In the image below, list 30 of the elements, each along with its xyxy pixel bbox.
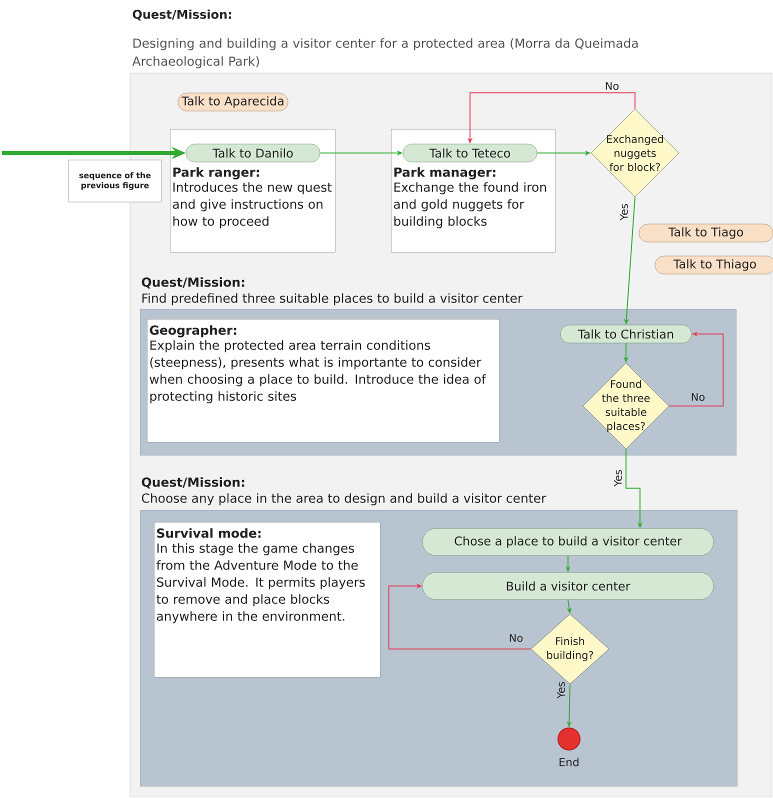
rounded-box: Talk to Aparecida bbox=[178, 92, 288, 112]
lane-description: Choose any place in the area to design and build a visitor center bbox=[142, 493, 546, 506]
edge-label: Yes bbox=[619, 202, 629, 222]
description: Designing and building a visitor center for a protected area (Morra da Queimada Archaeological Park) bbox=[132, 38, 638, 68]
edge-label: No bbox=[508, 633, 524, 643]
box-heading: Park manager: bbox=[394, 167, 496, 180]
edge-label: No bbox=[690, 392, 706, 402]
rounded-box: Talk to Danilo bbox=[186, 144, 320, 162]
rounded-box: Talk to Thiago bbox=[654, 256, 773, 274]
box-text: Exchange the found iron and gold nuggets for building blocks bbox=[394, 182, 546, 228]
lane-description: Find predefined three suitable places to build a visitor center bbox=[142, 293, 523, 306]
heading: Quest/Mission: bbox=[132, 10, 232, 20]
box-heading: Survival mode: bbox=[157, 528, 261, 538]
rounded-box: Talk to Tiago bbox=[638, 224, 773, 242]
note-box: sequence of the previous figure bbox=[68, 160, 162, 202]
edge-label: Yes bbox=[613, 468, 623, 488]
edge-label: No bbox=[604, 81, 620, 91]
box-text: Introduces the new quest and give instructions on how to proceed bbox=[172, 182, 332, 228]
box-text: In this stage the game changes from the Adventure Mode to the Survival Mode. It permits players to remove and place blocks anywhere in the environment. bbox=[156, 543, 365, 624]
end-label: End bbox=[560, 758, 578, 766]
arrow bbox=[388, 583, 532, 650]
lane-heading: Quest/Mission: bbox=[142, 477, 244, 489]
rounded-box: Talk to Teteco bbox=[402, 144, 538, 162]
rounded-box: Talk to Christian bbox=[560, 324, 692, 344]
rounded-box: Build a visitor center bbox=[422, 572, 714, 600]
box-heading: Geographer: bbox=[150, 325, 236, 338]
box-text: Explain the protected area terrain conditions (steepness), presents what is importante to consider when choosing a place to build. Introduce the idea of protecting historic sites bbox=[150, 340, 486, 404]
box-heading: Park ranger: bbox=[173, 167, 259, 180]
lane-heading: Quest/Mission: bbox=[142, 277, 244, 289]
rounded-box: Chose a place to build a visitor center bbox=[422, 528, 714, 556]
